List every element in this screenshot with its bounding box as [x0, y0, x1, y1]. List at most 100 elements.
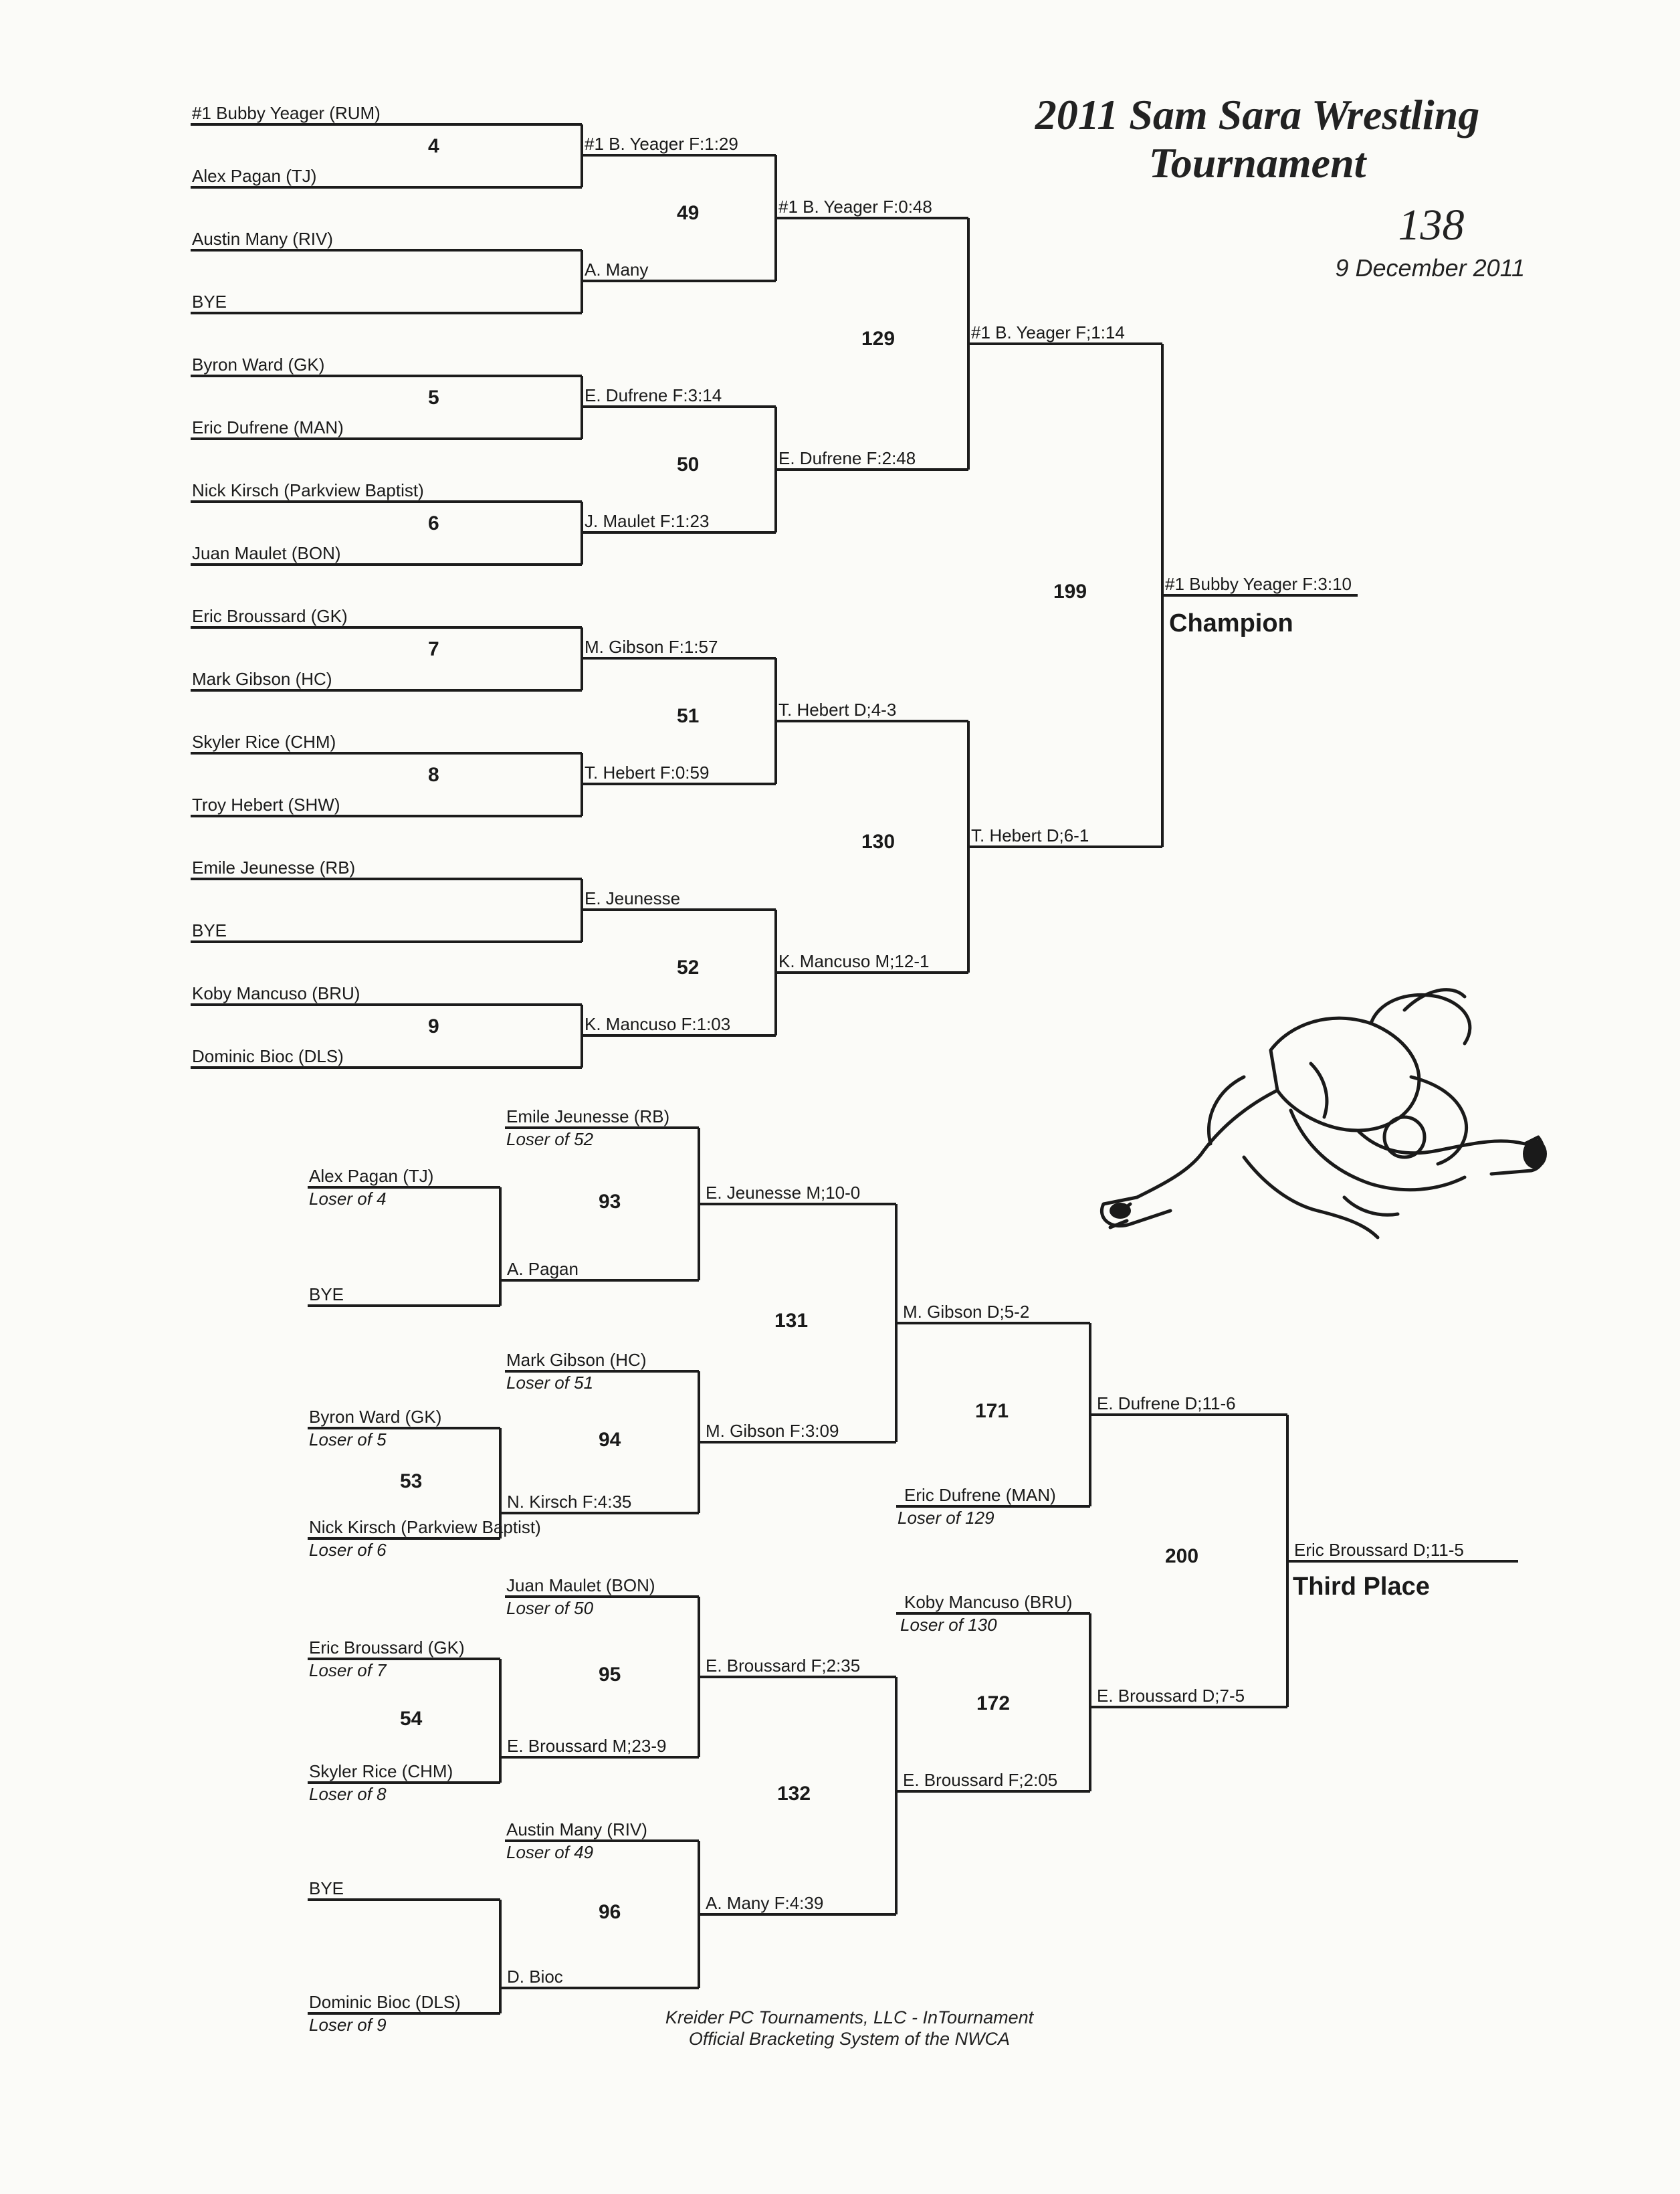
match-result: E. Broussard M;23-9	[507, 1736, 666, 1756]
bout-number: 94	[599, 1429, 621, 1452]
entrant-name: BYE	[192, 920, 227, 940]
result-line	[776, 468, 968, 471]
match-result: M. Gibson F:1:57	[585, 637, 718, 657]
loser-of-note: Loser of 6	[309, 1540, 387, 1560]
result-line	[776, 217, 968, 219]
match-result: #1 B. Yeager F:1:29	[585, 134, 738, 154]
match-result: J. Maulet F:1:23	[585, 511, 709, 531]
bout-number: 50	[677, 454, 699, 476]
match-result: E. Dufrene D;11-6	[1097, 1393, 1236, 1413]
champion-label: Champion	[1169, 609, 1293, 638]
match-result: E. Jeunesse M;10-0	[706, 1183, 860, 1203]
entrant-line	[308, 1898, 500, 1901]
entrant-line	[191, 940, 582, 943]
result-line	[1090, 1706, 1287, 1708]
bout-number: 172	[976, 1692, 1010, 1715]
match-result: E. Jeunesse	[585, 888, 680, 908]
bracket-line	[499, 1659, 502, 1783]
entrant-name: BYE	[309, 1878, 344, 1898]
entrant-name: Skyler Rice (CHM)	[309, 1761, 453, 1781]
entrant-line	[191, 249, 582, 252]
bracket-line	[895, 1677, 898, 1914]
bout-number: 9	[428, 1015, 439, 1038]
match-result: T. Hebert D;6-1	[971, 825, 1089, 845]
bout-number: 52	[677, 957, 699, 979]
entrant-name: Dominic Bioc (DLS)	[309, 1992, 461, 2012]
entrant-name: Koby Mancuso (BRU)	[904, 1592, 1072, 1612]
match-result: K. Mancuso M;12-1	[778, 951, 929, 971]
bout-number: 129	[861, 328, 895, 351]
bout-number: 200	[1165, 1545, 1198, 1568]
entrant-name: Austin Many (RIV)	[506, 1819, 647, 1839]
result-line	[582, 1034, 776, 1037]
entrant-name: Byron Ward (GK)	[192, 355, 324, 375]
bout-number: 6	[428, 512, 439, 535]
loser-of-note: Loser of 8	[309, 1784, 387, 1804]
loser-of-note: Loser of 4	[309, 1189, 387, 1209]
entrant-line	[191, 123, 582, 126]
bout-number: 130	[861, 831, 895, 854]
entrant-name: Troy Hebert (SHW)	[192, 795, 340, 815]
match-result: #1 B. Yeager F;1:14	[971, 322, 1125, 342]
bout-number: 7	[428, 638, 439, 661]
bout-number: 95	[599, 1664, 621, 1686]
bout-number: 4	[428, 135, 439, 158]
entrant-name: Juan Maulet (BON)	[192, 543, 341, 563]
entrant-name: Eric Broussard (GK)	[192, 606, 348, 626]
entrant-line	[191, 312, 582, 314]
bout-number: 49	[677, 202, 699, 225]
result-line	[896, 1322, 1090, 1324]
match-result: M. Gibson F:3:09	[706, 1421, 839, 1441]
bout-number: 199	[1053, 581, 1087, 603]
match-result: A. Many F:4:39	[706, 1893, 823, 1913]
entrant-line	[191, 878, 582, 880]
bout-number: 54	[400, 1708, 422, 1730]
match-result: T. Hebert F:0:59	[585, 763, 709, 783]
loser-of-note: Loser of 129	[898, 1508, 994, 1528]
match-result: A. Pagan	[507, 1259, 579, 1279]
result-line	[500, 1987, 699, 1989]
result-line	[1090, 1413, 1287, 1416]
bracket-line	[1089, 1613, 1091, 1791]
loser-of-note: Loser of 9	[309, 2015, 387, 2035]
entrant-line	[191, 563, 582, 566]
result-line	[776, 971, 968, 974]
result-line	[582, 280, 776, 282]
bout-number: 171	[975, 1400, 1009, 1423]
match-result: T. Hebert D;4-3	[778, 700, 896, 720]
match-result: K. Mancuso F:1:03	[585, 1014, 730, 1034]
result-line	[699, 1676, 896, 1678]
bout-number: 96	[599, 1901, 621, 1924]
entrant-name: Nick Kirsch (Parkview Baptist)	[192, 480, 424, 500]
bout-number: 53	[400, 1470, 422, 1493]
bout-number: 8	[428, 764, 439, 787]
result-line	[968, 845, 1162, 848]
bracket-line	[499, 1187, 502, 1306]
result-line	[582, 531, 776, 534]
result-line	[500, 1756, 699, 1759]
match-result: E. Dufrene F:3:14	[585, 385, 722, 405]
result-line	[582, 405, 776, 408]
entrant-name: Eric Broussard (GK)	[309, 1637, 465, 1658]
wrestlers-drawing	[1090, 983, 1552, 1251]
entrant-line	[191, 1003, 582, 1006]
entrant-name: Eric Dufrene (MAN)	[192, 417, 344, 437]
entrant-name: Juan Maulet (BON)	[506, 1575, 655, 1595]
entrant-line	[191, 437, 582, 440]
entrant-name: Nick Kirsch (Parkview Baptist)	[309, 1517, 541, 1537]
result-line	[699, 1203, 896, 1205]
result-line	[500, 1279, 699, 1282]
entrant-name: Alex Pagan (TJ)	[192, 166, 316, 186]
result-line	[582, 154, 776, 157]
entrant-name: BYE	[309, 1284, 344, 1304]
entrant-line	[191, 375, 582, 377]
result-line	[896, 1790, 1090, 1793]
entrant-name: #1 Bubby Yeager (RUM)	[192, 103, 381, 123]
bracket-line	[499, 1900, 502, 2013]
result-line	[1287, 1560, 1518, 1563]
entrant-name: Austin Many (RIV)	[192, 229, 333, 249]
bracket-line	[499, 1428, 502, 1538]
bout-number: 131	[774, 1310, 808, 1332]
loser-of-note: Loser of 50	[506, 1598, 593, 1618]
match-result: D. Bioc	[507, 1967, 563, 1987]
